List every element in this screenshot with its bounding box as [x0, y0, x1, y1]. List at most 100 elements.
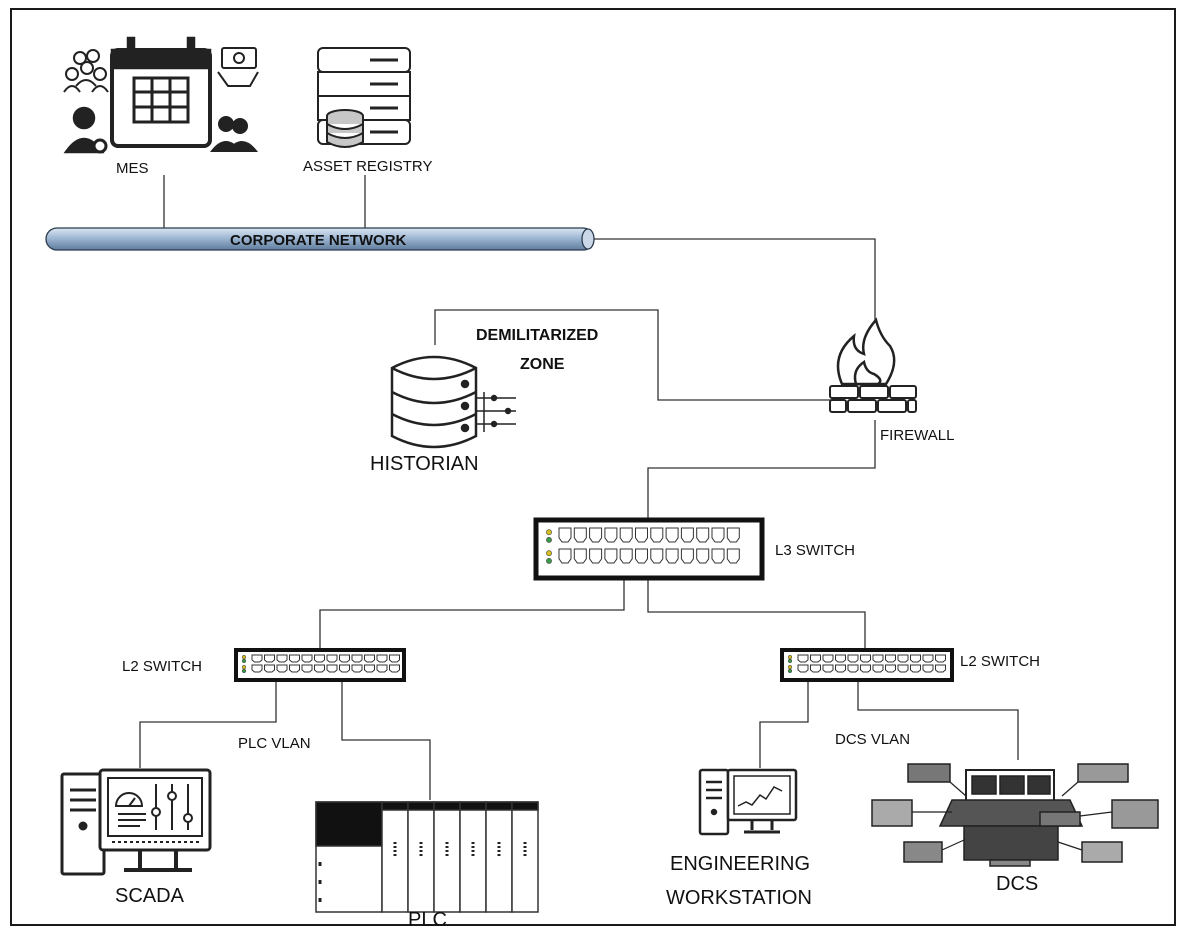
ethernet-port-icon — [351, 654, 363, 663]
ethernet-port-icon — [604, 527, 618, 543]
l3-switch-label: L3 SWITCH — [775, 542, 855, 559]
link-l2l-scada — [139, 680, 277, 768]
ethernet-port-icon — [389, 654, 400, 663]
ethernet-port-icon — [289, 664, 300, 673]
ethernet-port-icon — [665, 548, 679, 564]
ethernet-port-icon — [822, 664, 834, 673]
ethernet-port-icon — [558, 548, 572, 564]
link-l2r-engws — [759, 680, 809, 768]
mes-icon — [63, 36, 259, 154]
io-module-header — [433, 801, 461, 811]
status-led-icon — [546, 529, 552, 536]
corporate-network-pipe — [45, 227, 595, 251]
ethernet-port-icon — [314, 664, 325, 673]
ethernet-port-icon — [364, 654, 375, 663]
status-led-icon — [787, 658, 793, 664]
connection-lines — [139, 175, 1019, 800]
ethernet-port-icon — [558, 527, 572, 543]
ethernet-port-icon — [922, 664, 934, 673]
dcs-label: DCS — [996, 873, 1038, 895]
engineering-workstation-line1: ENGINEERING — [670, 853, 810, 875]
ethernet-port-icon — [276, 654, 288, 663]
ethernet-port-icon — [650, 548, 664, 564]
ethernet-port-icon — [680, 527, 694, 543]
ethernet-port-icon — [910, 654, 921, 663]
l3-switch-icon — [533, 517, 765, 581]
status-led-icon — [241, 658, 247, 664]
ethernet-port-icon — [847, 654, 859, 663]
ethernet-port-icon — [680, 548, 694, 564]
ethernet-port-icon — [573, 527, 587, 543]
ethernet-port-icon — [351, 664, 363, 673]
hand-money-icon — [217, 47, 259, 87]
link-network-firewall — [592, 238, 876, 330]
status-led-icon — [546, 550, 552, 557]
io-module — [459, 801, 487, 913]
l2-switch-left-icon — [234, 648, 406, 682]
dcs-vlan-label: DCS VLAN — [835, 731, 910, 748]
ethernet-port-icon — [339, 654, 350, 663]
ethernet-port-icon — [872, 664, 884, 673]
ethernet-port-icon — [711, 548, 725, 564]
slider-controls-icon — [151, 784, 193, 830]
asset-registry-label: ASSET REGISTRY — [303, 158, 433, 175]
asset-registry-icon — [317, 47, 411, 148]
ethernet-port-icon — [619, 548, 633, 564]
ethernet-port-icon — [910, 664, 921, 673]
ethernet-port-icon — [604, 548, 618, 564]
ethernet-port-icon — [696, 527, 710, 543]
ethernet-port-icon — [635, 527, 648, 543]
link-l3-l2-left — [319, 580, 625, 650]
engineer-gear-icon — [63, 106, 108, 154]
ethernet-port-icon — [573, 548, 587, 564]
ethernet-port-icon — [810, 654, 821, 663]
dcs-icon — [871, 763, 1159, 867]
ethernet-port-icon — [885, 664, 896, 673]
status-led-icon — [787, 654, 793, 660]
io-module — [485, 801, 513, 913]
link-l2r-dcs — [857, 680, 1019, 760]
ethernet-port-icon — [589, 527, 603, 543]
users-icon — [210, 116, 258, 152]
io-module-header — [459, 801, 487, 811]
historian-icon — [390, 355, 516, 449]
io-module-header — [381, 801, 409, 811]
ethernet-port-icon — [847, 664, 859, 673]
l2-switch-left-label: L2 SWITCH — [122, 658, 202, 675]
ethernet-port-icon — [264, 654, 275, 663]
io-module-header — [407, 801, 435, 811]
ethernet-port-icon — [860, 664, 871, 673]
link-firewall-l3 — [647, 420, 876, 520]
status-led-icon — [787, 668, 793, 674]
ethernet-port-icon — [589, 548, 603, 564]
ethernet-port-icon — [696, 548, 710, 564]
link-l2l-plc — [341, 680, 431, 800]
ethernet-port-icon — [872, 654, 884, 663]
ethernet-port-icon — [251, 654, 263, 663]
flame-icon — [836, 317, 896, 386]
ethernet-port-icon — [650, 527, 664, 543]
dmz-label-line2: ZONE — [520, 356, 565, 373]
ethernet-port-icon — [885, 654, 896, 663]
ethernet-port-icon — [665, 527, 679, 543]
io-module — [407, 801, 435, 913]
scada-icon — [60, 768, 212, 876]
ethernet-port-icon — [860, 654, 871, 663]
dcs-links — [912, 781, 1113, 851]
l2-switch-right-icon — [780, 648, 954, 682]
ethernet-port-icon — [711, 527, 725, 543]
database-icon — [326, 109, 364, 148]
corporate-network-label: CORPORATE NETWORK — [230, 232, 407, 249]
ethernet-port-icon — [797, 654, 809, 663]
ethernet-port-icon — [326, 654, 338, 663]
ethernet-port-icon — [835, 664, 846, 673]
status-led-icon — [241, 668, 247, 674]
status-led-icon — [546, 558, 552, 564]
ethernet-port-icon — [251, 664, 263, 673]
ethernet-port-icon — [797, 664, 809, 673]
ethernet-port-icon — [897, 664, 909, 673]
link-dmz-firewall — [434, 309, 835, 401]
ethernet-port-icon — [264, 664, 275, 673]
ethernet-port-icon — [922, 654, 934, 663]
ethernet-port-icon — [289, 654, 300, 663]
